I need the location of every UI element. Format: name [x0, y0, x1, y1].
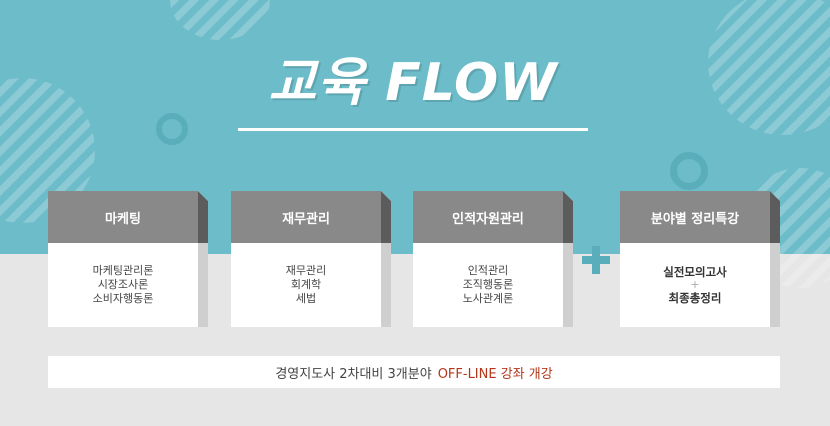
card-body: 재무관리 회계학 세법: [231, 243, 381, 327]
flow-card-special: 분야별 정리특강 실전모의고사 + 최종총정리: [620, 191, 780, 327]
card-fold: [770, 191, 780, 327]
banner-highlight: OFF-LINE 강좌 개강: [437, 366, 553, 382]
plus-icon: [582, 246, 610, 274]
card-fold: [563, 191, 573, 327]
card-body: 마케팅관리론 시장조사론 소비자행동론: [48, 243, 198, 327]
flow-card-marketing: 마케팅 마케팅관리론 시장조사론 소비자행동론: [48, 191, 208, 327]
card-fold: [198, 191, 208, 327]
card-fold: [381, 191, 391, 327]
course-item: 조직행동론: [462, 278, 514, 291]
flow-card-hr: 인적자원관리 인적관리 조직행동론 노사관계론: [413, 191, 573, 327]
flow-card-finance: 재무관리 재무관리 회계학 세법: [231, 191, 391, 327]
course-item: 마케팅관리론: [92, 264, 154, 277]
striped-circle-right: [708, 0, 830, 135]
title-underline: [238, 128, 588, 131]
card-body: 인적관리 조직행동론 노사관계론: [413, 243, 563, 327]
card-header: 인적자원관리: [413, 191, 563, 243]
course-item: 최종총정리: [668, 291, 722, 305]
course-item: 재무관리: [285, 264, 327, 277]
course-item: 세법: [295, 292, 317, 305]
course-item: 시장조사론: [97, 278, 149, 291]
banner-text: 경영지도사 2차대비 3개분야: [275, 366, 432, 382]
ring-right: [670, 152, 708, 190]
course-item: 노사관계론: [462, 292, 514, 305]
card-body: 실전모의고사 + 최종총정리: [620, 243, 770, 327]
card-header: 재무관리: [231, 191, 381, 243]
ring-left: [156, 113, 188, 145]
card-header: 분야별 정리특강: [620, 191, 770, 243]
page-title: 교육 FLOW: [268, 53, 558, 113]
course-item: 소비자행동론: [92, 292, 154, 305]
course-item: 회계학: [290, 278, 322, 291]
small-plus-icon: +: [690, 278, 700, 291]
course-item: 실전모의고사: [663, 265, 727, 279]
course-item: 인적관리: [467, 264, 509, 277]
offline-course-banner: 경영지도사 2차대비 3개분야 OFF-LINE 강좌 개강: [48, 356, 780, 388]
card-header: 마케팅: [48, 191, 198, 243]
